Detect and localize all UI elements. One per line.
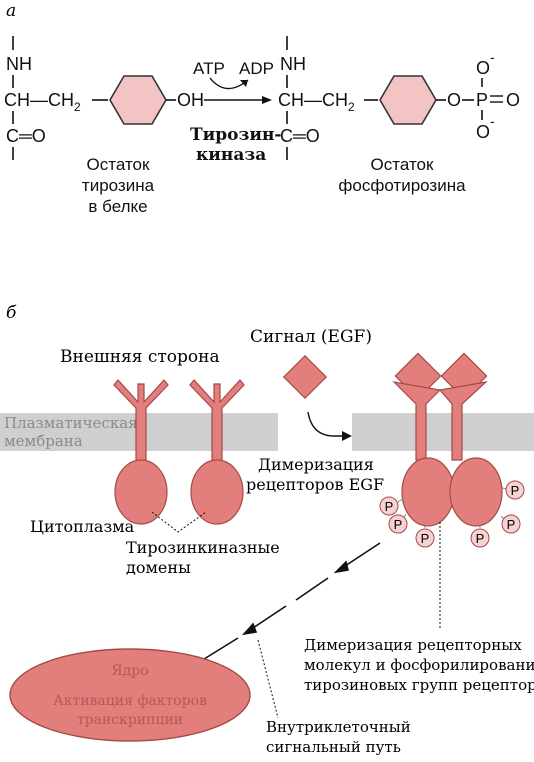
atp-label: ATP [193, 59, 225, 78]
cytoplasm-label: Цитоплазма [30, 517, 135, 536]
tyrosine-residue: NH CH—CH2 C═O OH [4, 36, 204, 160]
phosphate-circle [501, 514, 521, 534]
kinase-domains-label-2: домены [126, 558, 191, 577]
phosphate-o-top: O [476, 58, 490, 78]
enzyme-label-line2: киназа [196, 145, 266, 165]
phosphate-circle [470, 528, 490, 548]
dimerization-label-1: Димеризация [258, 455, 374, 474]
caption-left-2: тирозина [82, 176, 155, 195]
plasma-membrane-right [352, 413, 534, 451]
phosphate-circle [505, 480, 525, 500]
nucleus-label: Ядро [111, 663, 148, 679]
tyrosine-benzene-ring [109, 75, 167, 125]
pathway-label-2: сигнальный путь [266, 738, 401, 756]
panel-b-label: б [6, 303, 17, 323]
kinase-domains-label-1: Тирозинкиназные [126, 538, 280, 557]
pathway-label-1: Внутриклеточный [266, 718, 411, 736]
phosphate-p: P [385, 499, 394, 514]
phosphotyrosine-co: C═O [280, 126, 320, 146]
phosphotyrosine-ch2-subscript: 2 [348, 100, 355, 114]
phosphotyrosine-residue: NH CH—CH2 C═O O P O - O O - [278, 36, 520, 160]
phosphotyrosine-ch-ch2: CH—CH2 [278, 90, 355, 114]
nucleus [9, 648, 251, 742]
phosphotyrosine-nh: NH [280, 54, 306, 74]
kinase-domain-pointer [151, 511, 207, 533]
phosphate-circle [379, 496, 399, 516]
membrane-label-1: Плазматическая [4, 414, 138, 432]
phosphate-p: P [421, 531, 430, 546]
phosphate-p: P [511, 483, 520, 498]
dimer-phospho-label-2: молекул и фосфорилирование [304, 656, 534, 674]
dimer-phospho-label-1: Димеризация рецепторных [304, 636, 522, 654]
egf-signal-diamond [282, 354, 328, 400]
membrane-label-2: мембрана [4, 432, 83, 450]
tyrosine-ch2-subscript: 2 [74, 100, 81, 114]
panel-a-label: a [6, 1, 16, 21]
enzyme-label-line1: Тирозин- [190, 125, 281, 145]
tyrosine-oh: OH [177, 90, 204, 110]
phosphate-p: P [476, 531, 485, 546]
phosphate-minus-bottom: - [490, 113, 495, 129]
phosphotyrosine-benzene-ring [379, 75, 437, 125]
phosphate-circle [415, 528, 435, 548]
signal-label: Сигнал (EGF) [250, 327, 372, 347]
tyrosine-nh: NH [6, 54, 32, 74]
receptor-dimer [392, 352, 503, 527]
phosphate-groups: P P P P P P [379, 480, 525, 548]
pathway-label-pointer [257, 639, 279, 719]
dimerization-label-2: рецепторов EGF [246, 475, 384, 494]
phosphate-p: P [394, 517, 403, 532]
phosphate-o-link: O [447, 90, 461, 110]
phosphate-o-bottom: O [476, 122, 490, 142]
tyrosine-co: C═O [6, 126, 46, 146]
nucleus-activation-2: транскрипции [77, 712, 183, 728]
phosphate-p: P [507, 517, 516, 532]
caption-left-3: в белке [88, 197, 147, 216]
receptor-monomer-1 [113, 379, 169, 525]
nucleus-activation-1: Активация факторов [53, 693, 207, 709]
kinase-reaction: ATP ADP Тирозин- киназа [190, 59, 281, 165]
caption-left-1: Остаток [87, 155, 150, 174]
phosphate-o-right: O [506, 90, 520, 110]
panel-a-captions: Остаток тирозина в белке Остаток фосфоти… [82, 155, 466, 216]
phosphate-minus-top: - [490, 49, 495, 65]
receptor-monomer-2 [189, 379, 245, 525]
phosphate-circle [388, 514, 408, 534]
caption-right-1: Остаток [371, 155, 434, 174]
adp-label: ADP [239, 59, 274, 78]
dimerization-arrow [307, 411, 344, 437]
phosphorus: P [476, 90, 488, 110]
dimer-phospho-label-3: тирозиновых групп рецептора [304, 676, 534, 694]
outside-label: Внешняя сторона [60, 347, 220, 367]
tyrosine-ch-ch2: CH—CH2 [4, 90, 81, 114]
caption-right-2: фосфотирозина [338, 176, 466, 195]
